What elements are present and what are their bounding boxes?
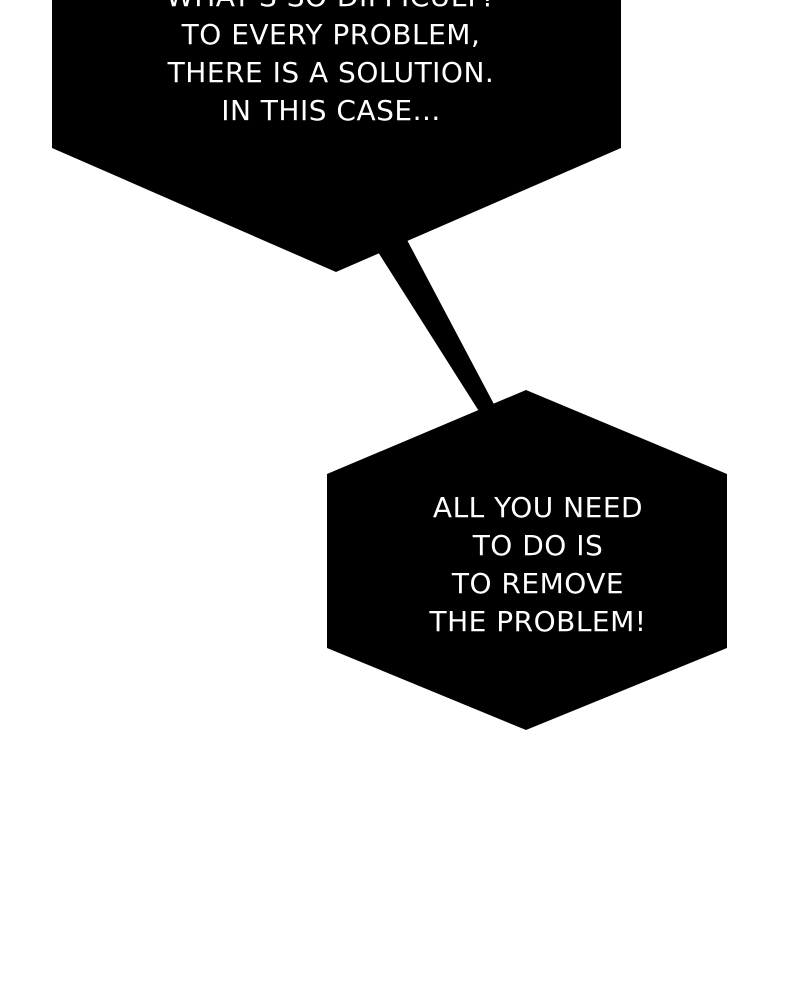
speech-bubble-top-text: WHAT'S SO DIFFICULT? TO EVERY PROBLEM, T… [96, 0, 566, 130]
speech-bubble-top [52, 0, 621, 272]
bubble-bottom-line-4: THE PROBLEM! [429, 605, 647, 638]
bubble-top-line-3: THERE IS A SOLUTION. [167, 56, 495, 89]
speech-bubble-bottom-text: ALL YOU NEED TO DO IS TO REMOVE THE PROB… [388, 489, 688, 641]
bubble-top-line-4: IN THIS CASE... [221, 94, 441, 127]
bubble-top-line-1: WHAT'S SO DIFFICULT? [96, 0, 566, 16]
bubble-bottom-line-2: TO DO IS [472, 529, 604, 562]
bubble-bottom-line-1: ALL YOU NEED [432, 491, 644, 524]
bubble-top-line-2: TO EVERY PROBLEM, [181, 18, 481, 51]
speech-bubble-bottom [327, 390, 727, 730]
bubble-bottom-line-3: TO REMOVE [451, 567, 625, 600]
bubble-connector [378, 238, 496, 416]
